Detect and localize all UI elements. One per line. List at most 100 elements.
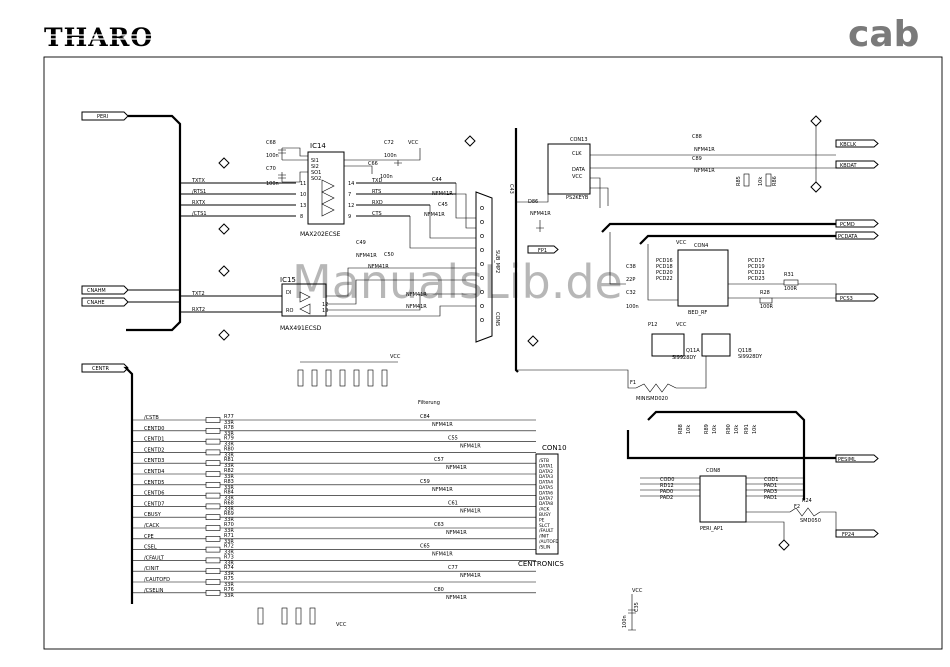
- svg-text:10k: 10k: [712, 425, 718, 434]
- tharo-logo: THARO: [44, 23, 160, 52]
- svg-text:CON13: CON13: [570, 137, 588, 143]
- con10-pin: DATA1: [539, 463, 553, 469]
- centr-resistor-ref: R76: [224, 587, 234, 593]
- centr-resistor-val: 33R: [224, 442, 234, 448]
- svg-text:NFM41R: NFM41R: [356, 253, 377, 259]
- svg-text:PS2KEYB: PS2KEYB: [566, 195, 589, 201]
- svg-text:100n: 100n: [622, 615, 628, 628]
- svg-text:SO2: SO2: [311, 176, 321, 182]
- svg-text:100n: 100n: [626, 304, 639, 310]
- centr-cap-ref: C61: [448, 500, 458, 506]
- centr-signal-label: /CACK: [144, 523, 160, 529]
- svg-text:PCD20: PCD20: [656, 270, 673, 276]
- centr-signal-label: CSEL: [144, 545, 157, 551]
- svg-text:FP24: FP24: [842, 532, 854, 538]
- svg-text:PCD23: PCD23: [748, 276, 765, 282]
- centr-resistor-val: 33R: [224, 474, 234, 480]
- sub-d-connector: SUB_MP2 CON5 C43: [475, 184, 514, 343]
- svg-text:PCDATA: PCDATA: [838, 234, 858, 240]
- centr-resistor-val: 33R: [224, 496, 234, 502]
- svg-text:TXT2: TXT2: [191, 291, 205, 297]
- watermark: ManualsLib.de: [292, 255, 623, 309]
- svg-text:12: 12: [322, 302, 328, 308]
- kb-parts: C88 NFM41R C89 NFM41R R85 10k R86: [692, 126, 817, 187]
- centr-ferrite: NFM41R: [432, 422, 453, 428]
- port-centr: CENTR: [81, 363, 129, 373]
- svg-text:C72: C72: [384, 140, 394, 146]
- svg-text:P12: P12: [648, 322, 657, 328]
- svg-text:PAD2: PAD2: [660, 495, 673, 501]
- svg-text:C66: C66: [368, 161, 378, 167]
- svg-text:Q11A: Q11A: [686, 348, 700, 354]
- port-pcmd: PCMD: [835, 219, 879, 228]
- svg-text:COD0: COD0: [660, 477, 674, 483]
- centr-resistor-ref: R80: [224, 446, 234, 452]
- con4-bus-b: [639, 234, 836, 245]
- svg-text:PCD19: PCD19: [748, 264, 765, 270]
- svg-text:C49: C49: [356, 240, 366, 246]
- svg-text:C38: C38: [626, 264, 636, 270]
- svg-text:R91: R91: [744, 424, 750, 434]
- centr-cap-ref: C55: [448, 436, 458, 442]
- centr-signal-label: CENTD6: [144, 491, 164, 497]
- svg-text:NFM41R: NFM41R: [694, 168, 715, 174]
- svg-text:100n: 100n: [380, 174, 393, 180]
- svg-text:PCD16: PCD16: [656, 258, 673, 264]
- centr-resistor: [205, 557, 221, 564]
- centr-cap-ref: C80: [434, 587, 444, 593]
- bottom-parts: VCC VCC C35 100n: [257, 588, 643, 631]
- centr-resistor-val: 33R: [224, 485, 234, 491]
- centr-ferrite: NFM41R: [432, 487, 453, 493]
- centr-resistor-val: 33R: [224, 539, 234, 545]
- centr-resistor-ref: R73: [224, 554, 234, 560]
- drawing-frame: [43, 56, 943, 650]
- con10-pin: SLCT: [539, 523, 550, 529]
- svg-text:8: 8: [300, 214, 303, 220]
- centr-resistor-ref: R75: [224, 576, 234, 582]
- svg-text:DI: DI: [286, 290, 291, 296]
- centr-ferrite: NFM41R: [460, 508, 481, 514]
- svg-text:R86: R86: [772, 176, 778, 186]
- centr-ferrite: NFM41R: [446, 530, 467, 536]
- con10-pin: DATA8: [539, 501, 553, 507]
- svg-text:KBCLK: KBCLK: [840, 142, 857, 148]
- centr-resistor-val: 33R: [224, 452, 234, 458]
- centr-resistor-ref: R69: [224, 511, 234, 517]
- centr-resistor-ref: R84: [224, 490, 234, 496]
- svg-text:C32: C32: [626, 290, 636, 296]
- svg-text:R24: R24: [802, 498, 812, 504]
- svg-text:10k: 10k: [686, 425, 692, 434]
- con10-pin: DATA5: [539, 485, 553, 491]
- centr-ferrite: NFM41R: [460, 573, 481, 579]
- svg-text:VCC: VCC: [632, 588, 643, 594]
- centr-resistor-ref: R74: [224, 565, 234, 571]
- centr-signal-label: /CAUTOFD: [144, 577, 170, 583]
- centr-resistor-val: 33R: [224, 582, 234, 588]
- con10-pin: DATA4: [539, 480, 553, 486]
- svg-text:F2: F2: [794, 504, 800, 510]
- svg-text:PCD21: PCD21: [748, 270, 765, 276]
- svg-text:VCC: VCC: [390, 354, 401, 360]
- svg-text:11: 11: [300, 181, 306, 187]
- con10-pin-labels: /STBDATA1DATA2DATA3DATA4DATA5DATA6DATA7D…: [539, 458, 559, 550]
- svg-text:MAX491ECSD: MAX491ECSD: [280, 325, 322, 332]
- centr-signal-label: CENTD1: [144, 437, 164, 443]
- svg-text:10: 10: [322, 308, 328, 314]
- centr-bus: [123, 366, 134, 604]
- con10-pin: DATA2: [539, 469, 553, 475]
- centr-resistor: [205, 417, 221, 423]
- centr-ferrite: NFM41R: [446, 465, 467, 471]
- svg-text:SI1: SI1: [311, 158, 319, 164]
- svg-text:R85: R85: [736, 176, 742, 186]
- test-points: [218, 115, 822, 551]
- svg-text:13: 13: [300, 203, 306, 209]
- centr-resistor-ref: R79: [224, 436, 234, 442]
